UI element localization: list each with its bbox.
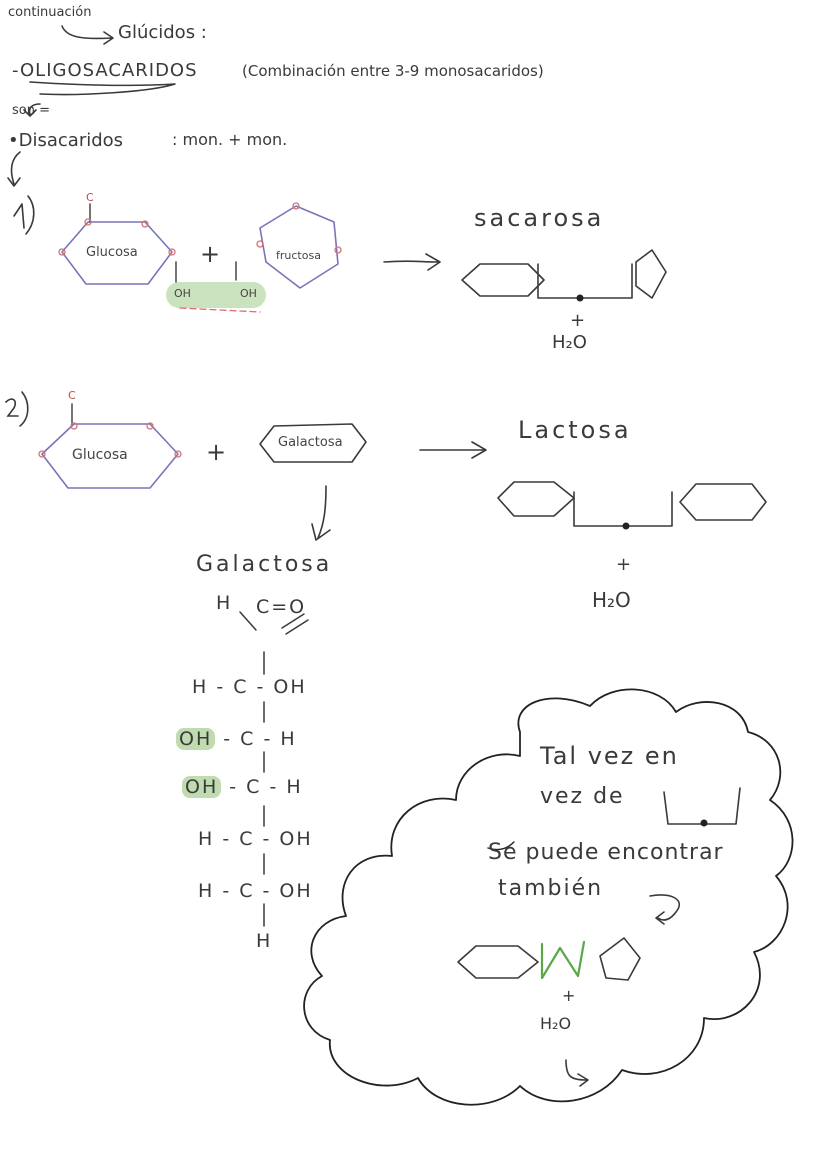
- lactosa-hex-left: [497, 481, 575, 517]
- sacarosa-hex: [461, 263, 545, 297]
- galactose-row-4: OH - C - H: [182, 776, 303, 798]
- oh-highlight-2: OH: [182, 776, 222, 798]
- r1-glucosa-label: Glucosa: [86, 245, 138, 260]
- galactosa-box: [259, 423, 367, 463]
- galactose-row-5: H - C - OH: [198, 828, 313, 850]
- r1-carbon-top: C: [86, 191, 94, 204]
- r2-number-glyph: [5, 391, 29, 427]
- cloud-pentagon: [599, 937, 641, 981]
- r2-carbon-top: C: [68, 389, 76, 402]
- galactose-row-3: OH - C - H: [176, 728, 297, 750]
- cloud-line-2: vez de: [540, 784, 625, 809]
- r2-galactosa-label: Galactosa: [278, 435, 343, 450]
- arrow-r2: [419, 441, 487, 459]
- galactose-row-2: H - C - OH: [192, 676, 307, 698]
- r1-oh-right: OH: [240, 287, 257, 300]
- oh-highlight: [166, 282, 266, 308]
- oh-highlight-1: OH: [176, 728, 216, 750]
- cloud-down-arrow: [565, 1059, 589, 1087]
- oligosacaridos-description: (Combinación entre 3-9 monosacaridos): [242, 62, 544, 80]
- galactose-row-1: C=O: [256, 596, 307, 618]
- glucosa-ring-1: [61, 221, 173, 285]
- lactosa-water: H₂O: [592, 588, 631, 612]
- sacarosa-label: sacarosa: [474, 204, 605, 232]
- son-label: son =: [12, 103, 50, 118]
- cloud-line-1: Tal vez en: [540, 742, 679, 770]
- curl-arrow: [649, 894, 681, 925]
- cloud-line-4: también: [498, 876, 604, 901]
- lactosa-plus: +: [616, 554, 632, 575]
- oligosacaridos-title: -OLIGOSACARIDOS: [12, 60, 198, 81]
- sacarosa-pentagon: [635, 249, 667, 299]
- bracket-shape: [663, 787, 741, 825]
- r1-fructosa-label: fructosa: [276, 249, 321, 262]
- oligo-underline: [29, 81, 176, 96]
- cloud-line-3: Se puede encontrar: [488, 840, 724, 865]
- glucidos-heading: Glúcidos :: [118, 22, 207, 43]
- galactosa-down-arrow: [311, 485, 331, 541]
- disacaridos-label: •Disacaridos: [8, 130, 124, 151]
- glucosa-ring-2: [41, 423, 179, 489]
- fructosa-ring-1: [259, 205, 339, 289]
- r2-plus: +: [206, 438, 227, 466]
- hook-arrow: [61, 25, 114, 45]
- cloud-hex: [457, 945, 539, 979]
- galactose-row-6: H - C - OH: [198, 880, 313, 902]
- disacaridos-formula: : mon. + mon.: [172, 130, 288, 149]
- lactosa-hex-right: [679, 483, 767, 521]
- galactose-bonds: [239, 611, 309, 927]
- r1-plus: +: [200, 240, 221, 268]
- disacaridos-arrow: [7, 151, 21, 187]
- r1-oh-left: OH: [174, 287, 191, 300]
- green-link: [540, 940, 586, 980]
- reaction1-diagram: [58, 202, 667, 313]
- thought-cloud: [303, 688, 794, 1106]
- cloud-water: H₂O: [540, 1014, 572, 1033]
- lactosa-label: Lactosa: [518, 416, 632, 444]
- cloud-plus: +: [562, 986, 576, 1005]
- r1-number-glyph: [13, 195, 35, 235]
- galactosa-title: Galactosa: [196, 552, 333, 577]
- reaction2-diagram: [38, 403, 767, 541]
- cloud-figures: [457, 787, 741, 1087]
- galactose-row-0: H: [216, 592, 233, 614]
- r2-glucosa-label: Glucosa: [72, 447, 128, 463]
- sacarosa-plus: +: [570, 310, 586, 331]
- son-arrow: [23, 103, 41, 117]
- arrow-r1: [383, 253, 441, 271]
- sacarosa-water: H₂O: [552, 332, 587, 353]
- continuation-label: continuación: [8, 5, 92, 20]
- galactose-row-7: H: [256, 930, 273, 952]
